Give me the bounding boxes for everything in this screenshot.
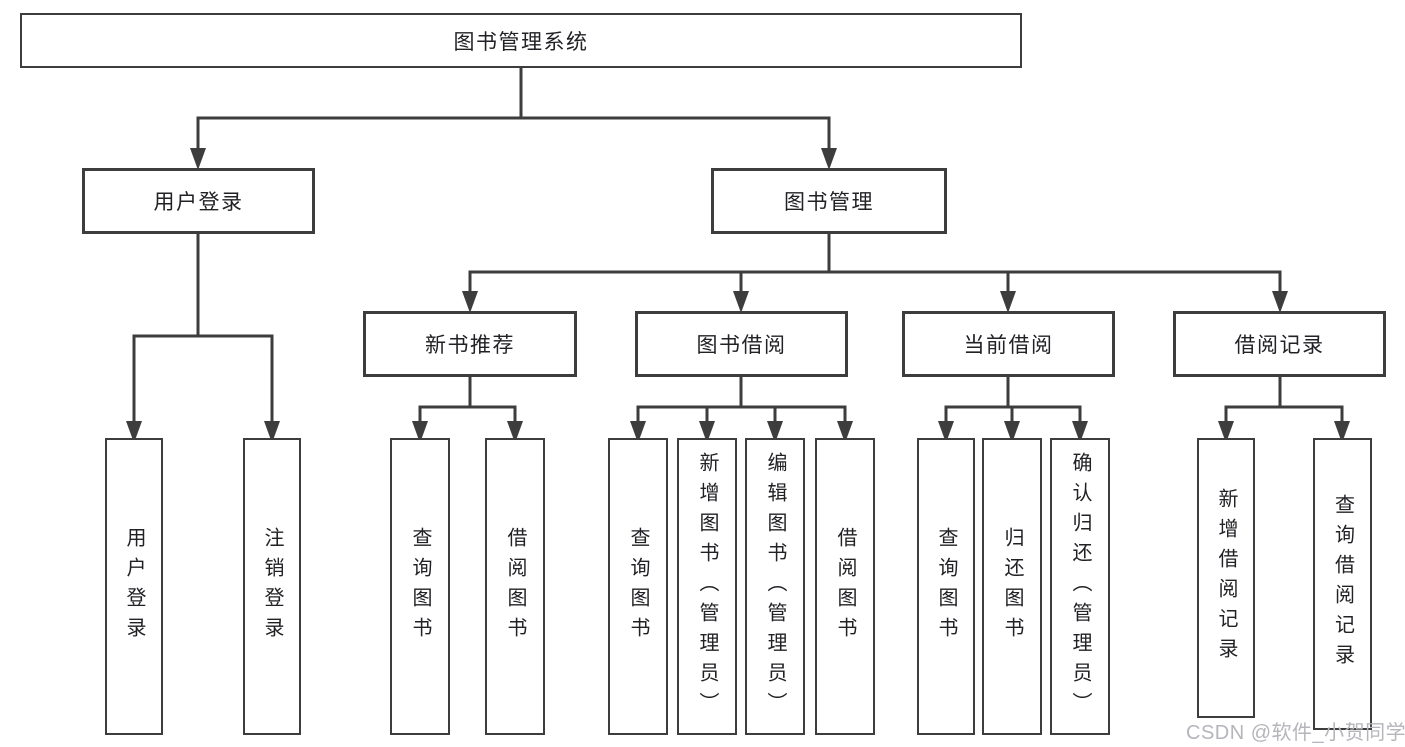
arrow-down-icon	[630, 421, 646, 443]
leaf-borrowing-edit-books-admin: 编辑图书（管理员）	[745, 438, 805, 735]
arrow-down-icon	[1272, 291, 1288, 313]
node-label: 图书管理系统	[453, 30, 589, 54]
leaf-current-return-books: 归还图书	[982, 438, 1042, 735]
node-label: 新增图书（管理员）	[696, 451, 718, 722]
leaf-current-query-books: 查询图书	[917, 438, 975, 735]
node-label: 图书借阅	[696, 334, 787, 357]
node-label: 查询图书	[935, 526, 957, 647]
node-book-borrowing: 图书借阅	[635, 311, 848, 377]
arrow-down-icon	[821, 148, 837, 170]
node-label: 当前借阅	[963, 334, 1054, 357]
connector-newbook-bar	[418, 405, 517, 423]
node-borrowing-records: 借阅记录	[1173, 311, 1386, 377]
node-label: 借阅图书	[504, 526, 526, 647]
arrow-down-icon	[837, 421, 853, 443]
arrow-down-icon	[264, 421, 280, 443]
leaf-newbook-query-books: 查询图书	[390, 438, 450, 735]
arrow-down-icon	[699, 421, 715, 443]
leaf-records-add-record: 新增借阅记录	[1197, 438, 1255, 718]
connector-root-bar	[196, 116, 831, 150]
node-label: 查询图书	[409, 526, 431, 647]
node-label: 编辑图书（管理员）	[764, 451, 786, 722]
node-label: 查询图书	[627, 526, 649, 647]
node-book-management: 图书管理	[711, 168, 947, 234]
leaf-user-login: 用户登录	[105, 438, 163, 735]
connector-book-mgmt-bar	[468, 270, 1282, 293]
arrow-down-icon	[1334, 421, 1350, 443]
node-user-login: 用户登录	[82, 168, 315, 234]
node-label: 借阅图书	[834, 526, 856, 647]
leaf-current-confirm-return-admin: 确认归还（管理员）	[1050, 438, 1110, 735]
arrow-down-icon	[767, 421, 783, 443]
leaf-newbook-borrow-books: 借阅图书	[485, 438, 545, 735]
connector-user-login-bar	[132, 334, 274, 423]
arrow-down-icon	[1072, 421, 1088, 443]
arrow-down-icon	[1004, 421, 1020, 443]
arrow-down-icon	[1000, 291, 1016, 313]
node-new-book-recommendation: 新书推荐	[363, 311, 577, 377]
node-label: 新书推荐	[425, 334, 515, 357]
node-label: 借阅记录	[1234, 334, 1325, 357]
arrow-down-icon	[462, 291, 478, 313]
arrow-down-icon	[190, 148, 206, 170]
node-label: 确认归还（管理员）	[1069, 451, 1091, 722]
leaf-borrowing-query-books: 查询图书	[608, 438, 668, 735]
node-label: 图书管理	[784, 191, 874, 214]
node-label: 用户登录	[153, 191, 244, 214]
leaf-records-query-record: 查询借阅记录	[1313, 438, 1372, 730]
csdn-watermark: CSDN @软件_小贺同学	[1186, 722, 1405, 744]
arrow-down-icon	[507, 421, 523, 443]
node-label: 用户登录	[123, 526, 145, 647]
leaf-borrowing-borrow-books: 借阅图书	[815, 438, 875, 735]
connector-records-bar	[1224, 405, 1344, 423]
node-label: 注销登录	[261, 526, 283, 647]
leaf-borrowing-add-books-admin: 新增图书（管理员）	[677, 438, 737, 735]
node-library-management-system: 图书管理系统	[20, 13, 1022, 68]
arrow-down-icon	[733, 291, 749, 313]
node-label: 归还图书	[1001, 526, 1023, 647]
arrow-down-icon	[1218, 421, 1234, 443]
arrow-down-icon	[412, 421, 428, 443]
arrow-down-icon	[938, 421, 954, 443]
node-label: 新增借阅记录	[1215, 488, 1237, 668]
node-label: 查询借阅记录	[1331, 494, 1354, 674]
node-current-borrowing: 当前借阅	[902, 311, 1115, 377]
connector-borrowing-bar	[636, 405, 847, 423]
leaf-logout: 注销登录	[243, 438, 301, 735]
arrow-down-icon	[126, 421, 142, 443]
